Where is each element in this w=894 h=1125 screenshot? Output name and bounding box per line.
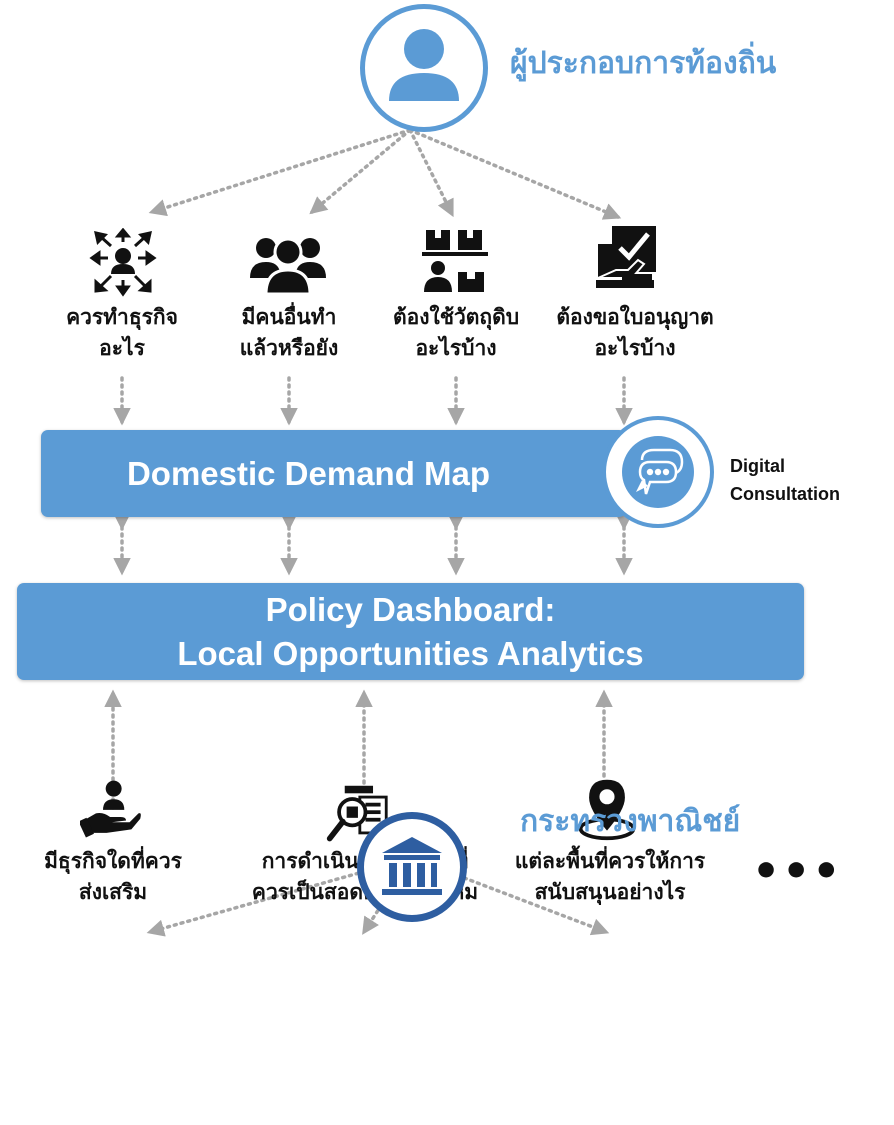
connector-top-q4	[408, 128, 622, 220]
policy-dashboard-subtitle: Local Opportunities Analytics	[177, 635, 644, 672]
location-pin-icon	[578, 779, 636, 841]
question-label-what-business: ควรทำธุรกิจอะไร	[66, 305, 178, 360]
network-person-icon	[89, 228, 157, 297]
question-label-materials: ต้องใช้วัตถุดิบอะไรบ้าง	[392, 305, 520, 360]
hand-support-person-icon	[80, 780, 141, 838]
connector-top-q2	[309, 128, 412, 215]
group-people-icon	[250, 237, 326, 296]
license-checklist-icon	[596, 226, 656, 288]
government-building-icon	[382, 837, 442, 895]
top-actor-avatar	[360, 4, 488, 132]
policy-label-promote: มีธุรกิจใดที่ควรส่งเสริม	[44, 849, 182, 904]
policy-dashboard-bar: Policy Dashboard: Local Opportunities An…	[17, 583, 804, 680]
policy-label-area-support: แต่ละพื้นที่ควรให้การสนับสนุนอย่างไร	[514, 849, 706, 904]
question-label-licenses: ต้องขอใบอนุญาตอะไรบ้าง	[556, 305, 714, 360]
domestic-demand-map-label: Domestic Demand Map	[126, 455, 491, 492]
policy-dashboard-title: Policy Dashboard:	[265, 591, 556, 628]
person-icon	[389, 29, 459, 101]
more-ellipsis: •••	[752, 846, 843, 897]
supplier-boxes-icon	[422, 230, 488, 292]
connector-top-q1	[148, 128, 412, 217]
bottom-actor-title: กระทรวงพาณิชย์	[520, 804, 741, 839]
chat-bubble-icon	[622, 436, 694, 508]
domestic-demand-map-bar: Domestic Demand Map	[41, 430, 626, 517]
bottom-actor-avatar	[357, 812, 467, 922]
question-label-competitors: มีคนอื่นทำแล้วหรือยัง	[239, 305, 339, 360]
top-actor-title: ผู้ประกอบการท้องถิ่น	[510, 46, 777, 81]
digital-consultation-badge	[602, 416, 714, 528]
connector-top-q3	[408, 128, 454, 218]
